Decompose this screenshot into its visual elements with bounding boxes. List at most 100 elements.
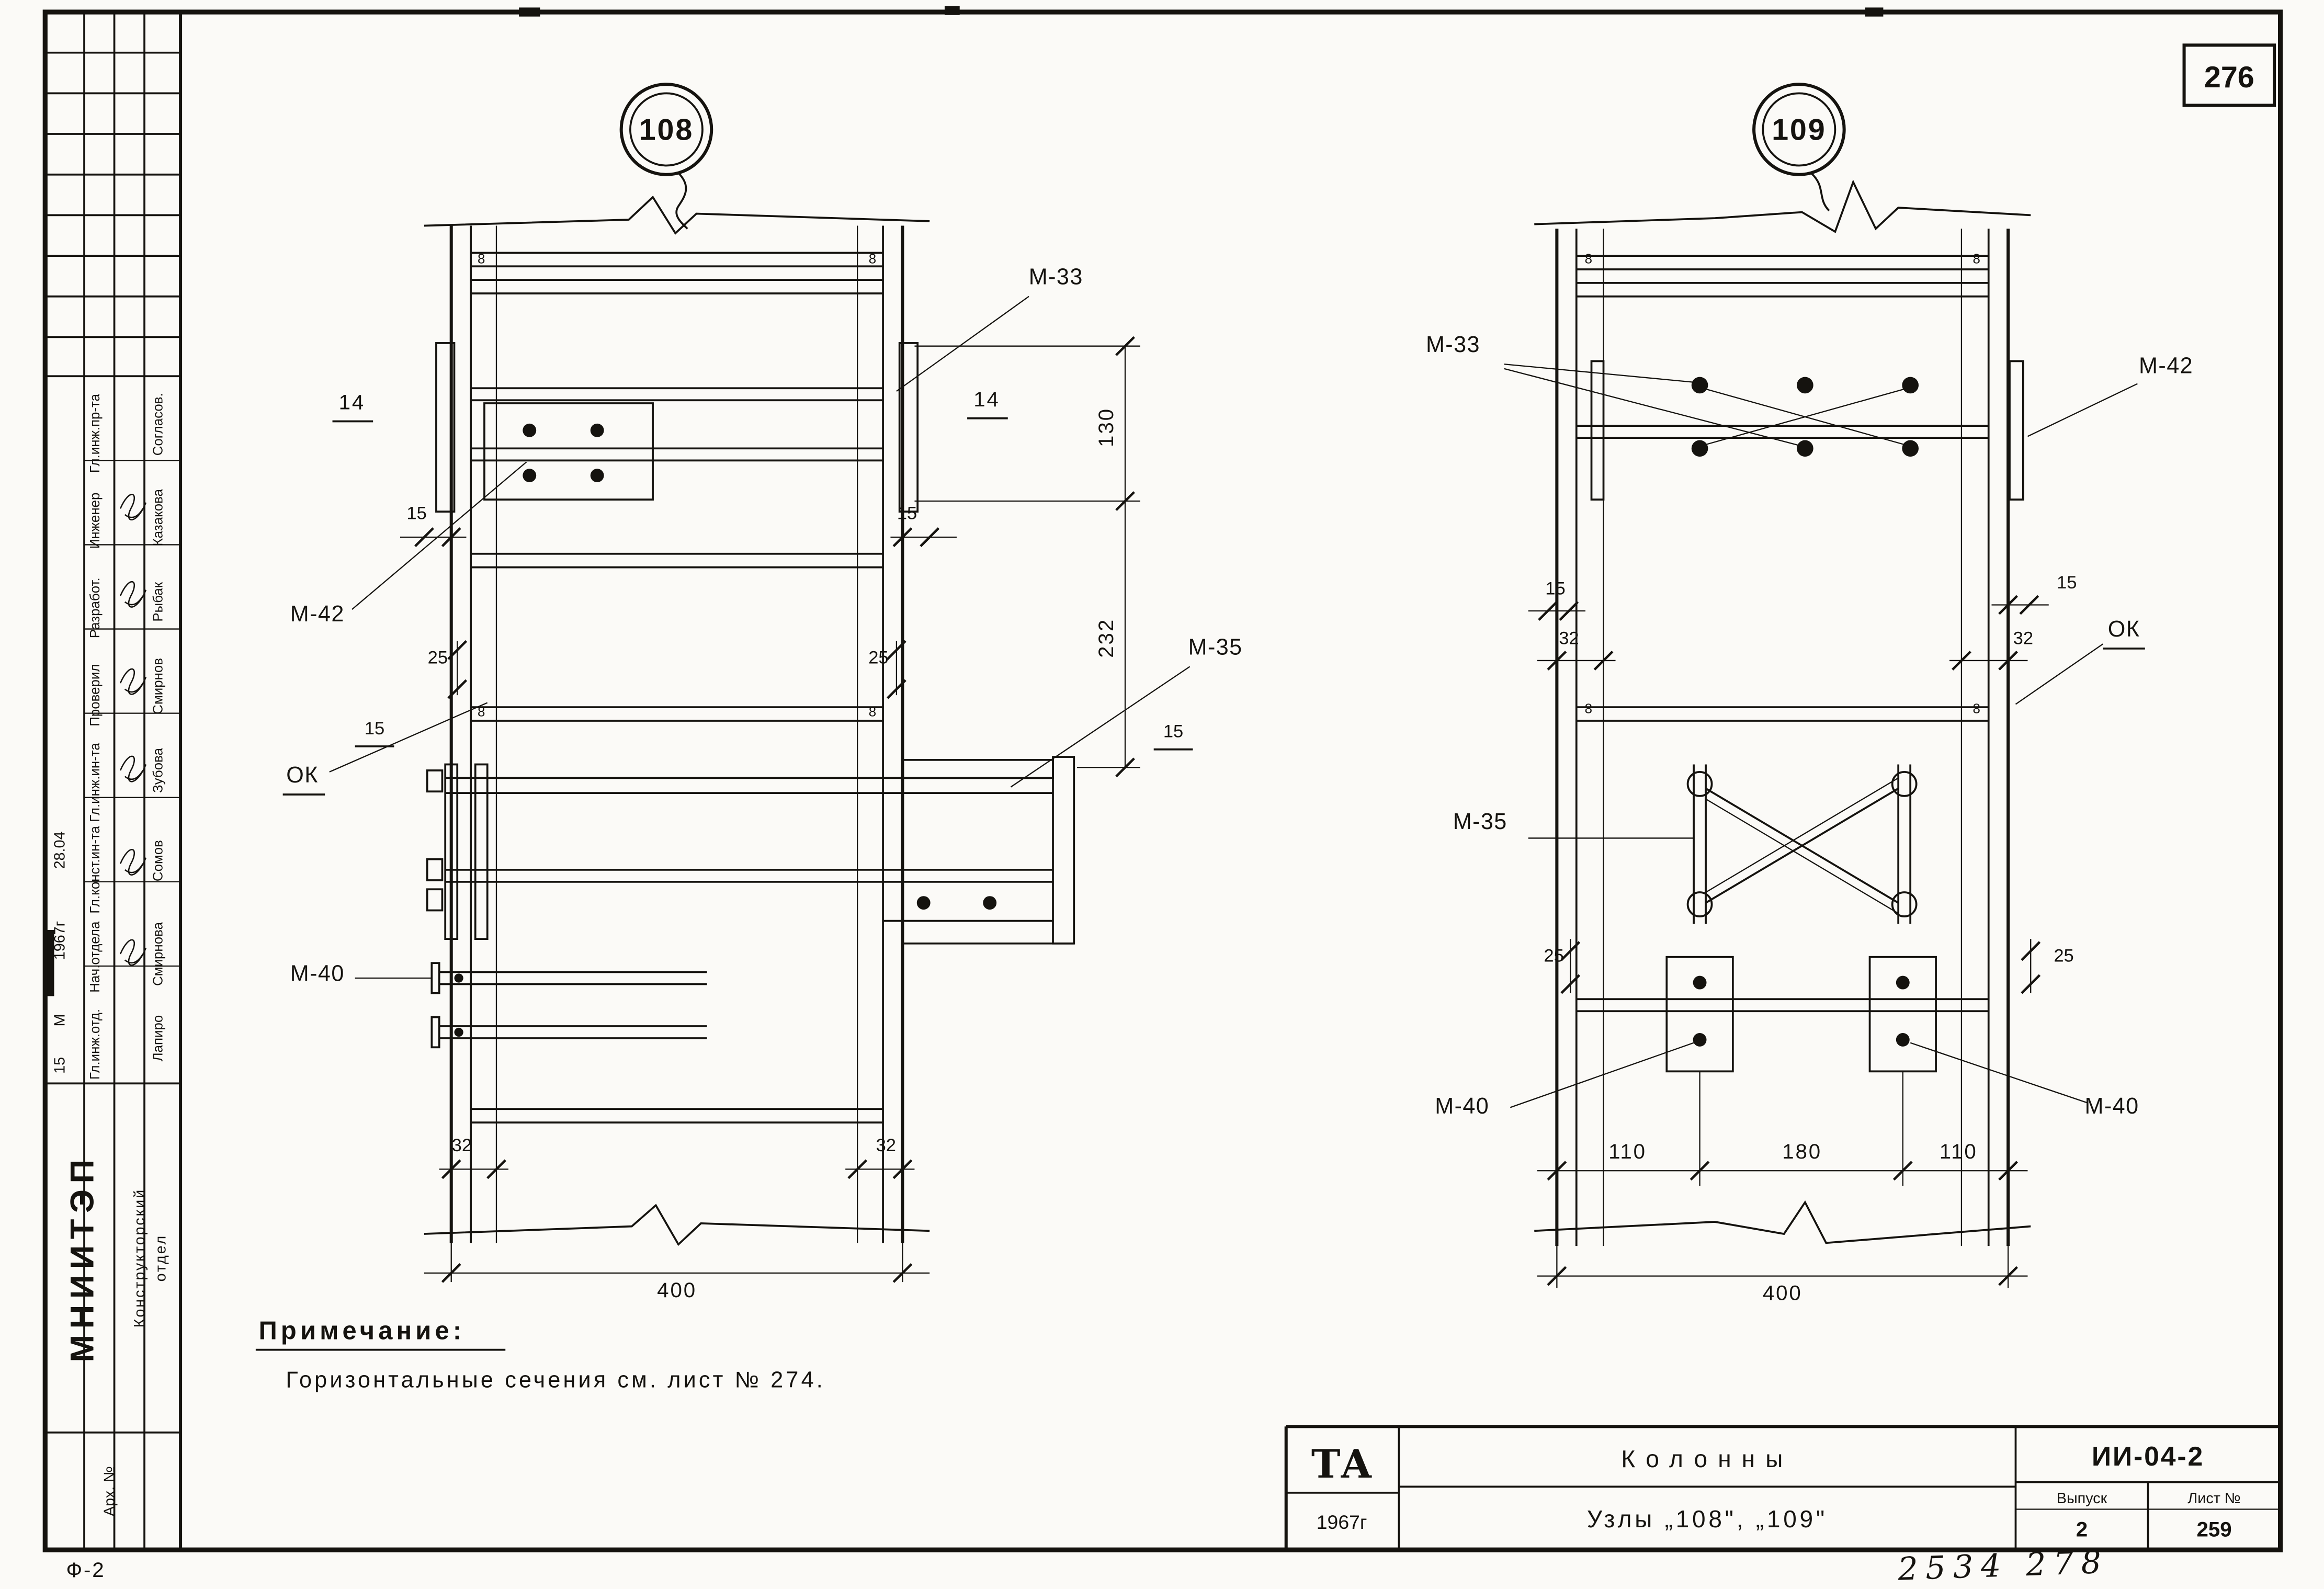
bolt-head [426, 888, 444, 912]
bolt [916, 896, 931, 910]
dim-15-left: 15 [406, 504, 426, 524]
note-body: Горизонтальные сечения см. лист № 274. [286, 1367, 825, 1392]
label-ok: ОК [286, 763, 319, 788]
label-m33: М-33 [1426, 332, 1480, 357]
brace-m35-109 [1686, 764, 1918, 924]
issue-label: Выпуск [2057, 1490, 2107, 1507]
dimensions-108: 130 232 15 15 25 25 15 15 32 32 [355, 252, 1193, 1302]
mark-14-left: 14 [339, 391, 366, 414]
stamp-date: 1967г [52, 921, 69, 960]
dim-25-right: 25 [2054, 946, 2073, 966]
label-m40: М-40 [290, 961, 345, 986]
detail-108-number: 108 [639, 114, 694, 147]
drawing-title: Колонны [1621, 1445, 1793, 1472]
dim-400: 400 [657, 1278, 697, 1302]
weld-mark: 8 [1585, 702, 1592, 717]
stamp-role: Гл.конст.ин-та [88, 825, 103, 913]
label-ok: ОК [2108, 617, 2140, 642]
dim-15-right: 15 [2057, 573, 2077, 593]
stamp-role: Проверил [88, 664, 103, 727]
label-m35: М-35 [1453, 809, 1507, 834]
document-code: ИИ-04-2 [2092, 1441, 2204, 1471]
dimensions-109: 15 15 32 32 25 25 110 180 110 [1528, 252, 2077, 1305]
stamp-role: Гл.инж.пр-та [88, 393, 103, 473]
drawing-subtitle: Узлы „108", „109" [1587, 1505, 1828, 1533]
stamp-name: Зубова [151, 747, 166, 793]
bolt-plate-108 [483, 402, 654, 501]
stamp-role: Разработ. [88, 577, 103, 638]
bolt-head [426, 769, 444, 793]
bolt [1686, 770, 1713, 797]
dim-15-left: 15 [1545, 578, 1565, 598]
bolt [454, 1027, 463, 1037]
dim-130: 130 [1094, 407, 1118, 447]
stamp-organization: МНИИТЭП [64, 1154, 100, 1363]
issue-value: 2 [2076, 1517, 2088, 1541]
label-m35: М-35 [1188, 634, 1243, 660]
sheet-frame: 276 Ф-2 2534 278 [42, 9, 2283, 1588]
bolt [1691, 377, 1708, 394]
weld-mark: 8 [478, 705, 485, 719]
bolt [1797, 440, 1813, 457]
note-title: Примечание: [259, 1316, 466, 1345]
bolt [1902, 377, 1919, 394]
weld-mark: 8 [1973, 252, 1980, 266]
bolt [523, 423, 537, 437]
page-number: 276 [2204, 61, 2254, 94]
dim-25-left: 25 [1544, 946, 1563, 966]
batten-plates-108 [471, 252, 883, 1124]
dim-32-right: 32 [2013, 628, 2033, 648]
gusset-m33-108 [435, 342, 919, 513]
stamp-date: М [52, 1014, 69, 1027]
weld-mark: 8 [1973, 702, 1980, 717]
handwritten-numbers: 2534 278 [1897, 1544, 2109, 1588]
bolt [1891, 770, 1918, 797]
break-line-bottom [424, 1204, 930, 1246]
bolt [523, 469, 537, 483]
org-logo: ТА [1311, 1441, 1373, 1487]
bolt [1797, 377, 1813, 394]
label-m42: М-42 [2139, 353, 2193, 378]
dim-180: 180 [1782, 1140, 1822, 1163]
braces-m40-108 [430, 962, 707, 1049]
bolt [1691, 440, 1708, 457]
break-line-top [424, 195, 930, 235]
stamp-date: 28.04 [52, 831, 69, 869]
weld-mark: 8 [869, 705, 876, 719]
labels-109: М-33 М-42 ОК М-35 М-40 М-40 [1426, 332, 2193, 1119]
break-line-top [1534, 179, 2031, 233]
stamp-name: Лапиро [151, 1015, 166, 1062]
bolt [1902, 440, 1919, 457]
stamp-left: Согласов. Казакова Рыбак Смирнов Зубова … [45, 12, 183, 1550]
dim-232: 232 [1094, 618, 1118, 658]
bolt [1891, 891, 1918, 917]
stamp-name: Рыбак [151, 582, 166, 621]
stamp-role: Инженер [88, 493, 103, 549]
mark-14-right: 14 [973, 388, 1000, 411]
bolt [1686, 891, 1713, 917]
bolt [1693, 975, 1707, 990]
dim-25-left: 25 [428, 648, 448, 668]
dim-25-right: 25 [868, 648, 888, 668]
sheet-label: Лист № [2187, 1490, 2240, 1507]
label-m40-right: М-40 [2085, 1094, 2139, 1119]
org-year: 1967г [1317, 1511, 1367, 1533]
bolt [1896, 975, 1910, 990]
dim-110-left: 110 [1608, 1140, 1647, 1163]
bolt [590, 423, 604, 437]
dim-15-right: 15 [897, 504, 917, 524]
bolt-head [426, 858, 444, 881]
gusset-m33-109 [1590, 360, 2024, 501]
column-108 [449, 225, 904, 1243]
stamp-name: Казакова [151, 489, 166, 546]
stamp-department-line1: Конструкторский [131, 1188, 148, 1327]
beam-m35-108 [426, 756, 1075, 945]
bolt [1693, 1032, 1707, 1047]
page-number-box [2182, 43, 2276, 107]
batten-plates-109 [1576, 255, 1989, 1013]
labels-108: 14 14 М-33 М-42 ОК М-35 М-40 [282, 265, 1243, 986]
weld-mark: 8 [1585, 252, 1592, 266]
dim-15u-right: 15 [1163, 722, 1183, 742]
stamp-name: Сомов [151, 840, 166, 881]
